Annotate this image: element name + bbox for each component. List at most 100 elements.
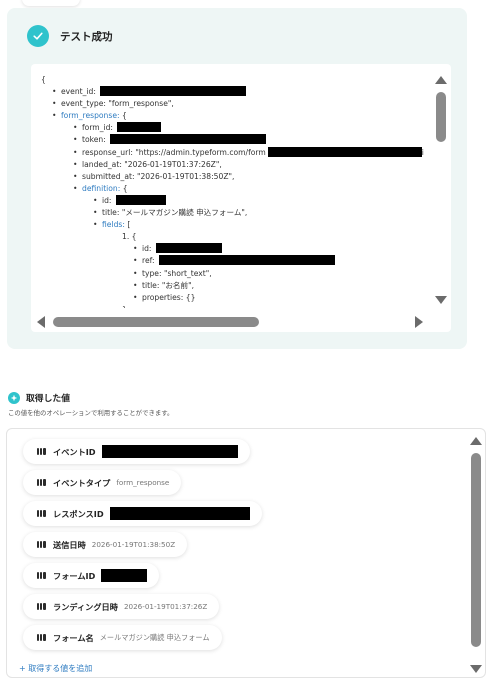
vertical-scrollbar[interactable] (435, 74, 447, 304)
json-value: "2026-01-19T01:38:50Z", (136, 171, 235, 181)
redacted-value (159, 255, 336, 266)
value-chip[interactable]: 送信日時 2026-01-19T01:38:50Z (23, 532, 188, 557)
json-key: id: (142, 244, 152, 254)
json-line: { (41, 74, 431, 86)
redacted-value (155, 243, 222, 254)
scroll-right-icon[interactable] (415, 316, 423, 328)
json-value: "form_response", (108, 99, 174, 109)
values-section-title: 取得した値 (26, 394, 70, 404)
json-key: id: (102, 195, 112, 205)
scroll-up-icon[interactable] (435, 76, 447, 84)
json-key[interactable]: fields: (102, 220, 125, 230)
value-chip[interactable]: イベントタイプ form_response (23, 470, 182, 495)
value-chip-value: メールマガジン購読 申込フォーム (99, 632, 210, 642)
json-line: title: "メールマガジン購読 申込フォーム", (41, 207, 431, 219)
value-chip-value: 2026-01-19T01:38:50Z (91, 540, 176, 549)
scrollbar-thumb[interactable] (471, 453, 481, 647)
json-line: id: (41, 194, 431, 207)
json-key: landed_at: (82, 159, 122, 169)
check-circle-icon (27, 25, 49, 47)
json-value: [ (127, 220, 131, 230)
redacted-value (110, 134, 267, 145)
json-line: definition: { (41, 183, 431, 195)
json-key: event_type: (61, 99, 106, 109)
values-section-description: この値を他のオペレーションで利用することができます。 (8, 409, 174, 417)
json-key[interactable]: definition: (82, 183, 121, 193)
scroll-down-icon[interactable] (470, 665, 482, 673)
value-chip-label: イベントタイプ (53, 477, 111, 488)
json-value: "2026-01-19T01:37:26Z", (124, 159, 222, 169)
json-line: form_id: (41, 122, 431, 135)
json-key: response_url: (82, 147, 133, 157)
json-key: title: (142, 280, 160, 290)
values-list-box: イベントID イベントタイプ form_response レスポンスID 送信日時 202… (6, 428, 486, 678)
variable-icon (37, 448, 46, 455)
json-value: { (41, 75, 46, 84)
json-line: title: "お名前", (41, 280, 431, 292)
scroll-down-icon[interactable] (435, 296, 447, 304)
value-chip[interactable]: レスポンスID (23, 501, 262, 526)
json-output-box: {event_id: event_type: "form_response",f… (31, 64, 451, 332)
json-line: ref: (41, 255, 431, 268)
redacted-value (267, 146, 422, 157)
add-value-link[interactable]: + 取得する値を追加 (19, 664, 93, 673)
json-line: type: "short_text", (41, 268, 431, 280)
scrollbar-thumb[interactable] (436, 92, 446, 142)
value-chip-value: form_response (116, 478, 170, 487)
variable-icon (37, 541, 46, 548)
redacted-value (101, 445, 238, 458)
json-value: {} (185, 292, 196, 302)
values-vertical-scrollbar[interactable] (470, 437, 482, 673)
json-viewer: {event_id: event_type: "form_response",f… (31, 64, 431, 308)
json-value: "https://admin.typeform.com/form (135, 147, 266, 157)
value-chip-label: レスポンスID (53, 508, 104, 519)
json-line: landed_at: "2026-01-19T01:37:26Z", (41, 159, 431, 171)
json-line: 1. { (41, 231, 431, 243)
value-chip-label: ランディング日時 (53, 601, 118, 612)
json-value: "お名前", (161, 280, 195, 290)
scroll-up-icon[interactable] (470, 437, 482, 445)
json-line: event_id: (41, 86, 431, 98)
scrollbar-thumb-horizontal[interactable] (53, 317, 259, 327)
json-value: 1. { (122, 232, 137, 242)
json-value: }, (122, 305, 129, 308)
json-line: event_type: "form_response", (41, 98, 431, 110)
values-section-header: 取得した値 (8, 391, 70, 404)
json-key: title: (102, 208, 120, 218)
json-key: event_id: (61, 87, 96, 97)
test-success-panel: テスト成功 {event_id: event_type: "form_respo… (7, 8, 467, 349)
json-key: ref: (142, 256, 155, 266)
variable-icon (37, 572, 46, 579)
value-chip-value: 2026-01-19T01:37:26Z (123, 602, 208, 611)
value-chip[interactable]: イベントID (23, 439, 250, 464)
value-chip[interactable]: フォーム名メールマガジン購読 申込フォーム (23, 625, 222, 650)
json-line: response_url: "https://admin.typeform.co… (41, 146, 431, 159)
json-key[interactable]: form_response: (61, 111, 120, 121)
redacted-value (115, 194, 166, 205)
redacted-value (101, 569, 148, 582)
json-key: type: (142, 268, 162, 278)
json-line: form_response: { (41, 110, 431, 122)
redacted-value (117, 122, 162, 133)
variable-icon (37, 603, 46, 610)
json-value-tail: i (421, 147, 424, 157)
value-chip-label: 送信日時 (53, 539, 86, 550)
variable-icon (37, 479, 46, 486)
json-value: "メールマガジン購読 申込フォーム", (121, 208, 248, 218)
json-line: properties: {} (41, 292, 431, 304)
value-chip[interactable]: ランディング日時 2026-01-19T01:37:26Z (23, 594, 220, 619)
value-chip[interactable]: フォームID (23, 563, 160, 588)
previous-card-tab (22, 0, 80, 6)
variable-icon (37, 510, 46, 517)
horizontal-scrollbar[interactable] (37, 316, 427, 328)
json-key: form_id: (82, 123, 113, 133)
json-value: "short_text", (163, 268, 212, 278)
json-key: properties: (142, 292, 184, 302)
variable-icon (37, 634, 46, 641)
json-line: token: (41, 134, 431, 147)
redacted-value (100, 86, 247, 97)
value-chip-label: フォーム名 (53, 632, 94, 643)
json-value: { (121, 111, 127, 121)
scroll-left-icon[interactable] (37, 316, 45, 328)
json-key: submitted_at: (82, 171, 135, 181)
